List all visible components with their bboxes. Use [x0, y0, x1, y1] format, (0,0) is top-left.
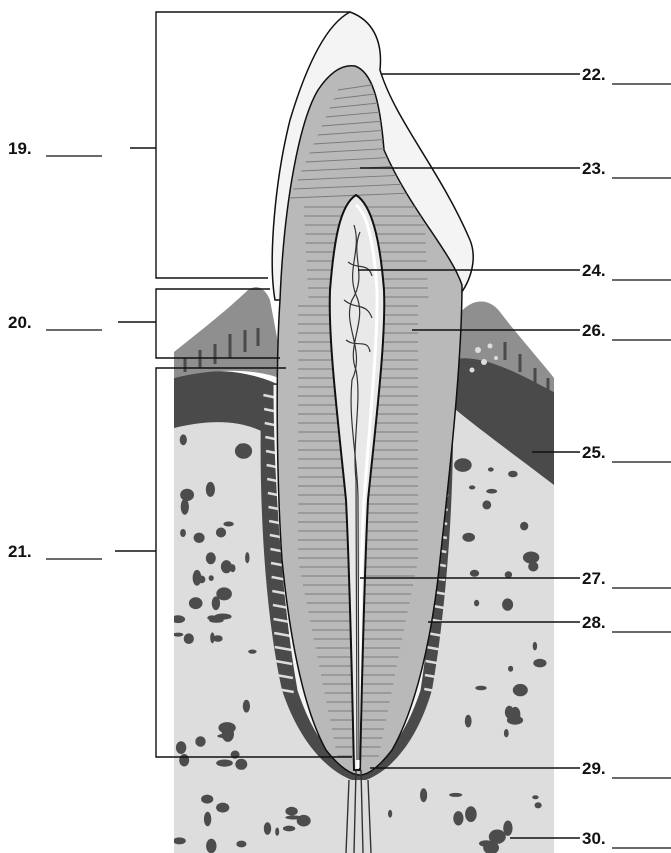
label-19: 19. — [8, 139, 32, 158]
bone-hole — [535, 802, 542, 808]
bone-hole — [264, 822, 271, 835]
bone-hole — [465, 715, 472, 728]
label-25: 25. — [582, 443, 606, 462]
bone-hole — [248, 650, 256, 654]
label-26: 26. — [582, 321, 606, 340]
bone-hole — [486, 489, 497, 494]
label-21: 21. — [8, 542, 32, 561]
bone-hole — [207, 615, 216, 620]
bone-hole — [420, 788, 427, 802]
label-22: 22. — [582, 65, 606, 84]
bone-hole — [388, 810, 392, 818]
bone-hole — [209, 575, 214, 581]
bone-hole — [283, 826, 295, 832]
bone-hole — [221, 560, 232, 573]
bone-hole — [508, 471, 518, 478]
label-29: 29. — [582, 759, 606, 778]
bone-hole — [453, 811, 463, 825]
bone-hole — [204, 798, 209, 803]
bone-hole — [210, 632, 214, 643]
label-27: 27. — [582, 569, 606, 588]
bone-hole — [216, 528, 226, 538]
bone-hole — [218, 722, 235, 733]
left-gingiva — [174, 287, 285, 380]
bone-hole — [533, 642, 537, 651]
bone-hole — [520, 522, 528, 531]
bone-hole — [454, 458, 472, 472]
bone-hole — [194, 533, 205, 543]
bone-hole — [176, 741, 186, 754]
label-28: 28. — [582, 613, 606, 632]
bone-hole — [212, 596, 220, 610]
bone-hole — [479, 840, 494, 847]
bone-hole — [523, 552, 539, 564]
bone-hole — [173, 837, 186, 844]
label-20: 20. — [8, 313, 32, 332]
bone-hole — [216, 803, 229, 813]
bone-hole — [488, 467, 494, 471]
bone-hole — [173, 633, 183, 637]
bone-hole — [184, 633, 194, 644]
bone-hole — [189, 597, 203, 609]
bone-hole — [180, 434, 187, 445]
label-24: 24. — [582, 261, 606, 280]
bone-hole — [469, 485, 475, 489]
bone-hole — [503, 821, 512, 836]
bone-hole — [206, 482, 215, 497]
bone-hole — [195, 736, 205, 747]
bone-hole — [465, 806, 477, 822]
bone-hole — [171, 615, 185, 623]
bone-hole — [236, 841, 246, 848]
bone-hole — [180, 529, 186, 537]
bone-hole — [223, 522, 233, 527]
bone-hole — [505, 571, 512, 578]
bone-hole — [204, 812, 211, 827]
bone-hole — [216, 760, 233, 767]
bone-hole — [449, 793, 462, 797]
bone-hole — [179, 754, 189, 766]
label-23: 23. — [582, 159, 606, 178]
bone-hole — [275, 828, 279, 836]
bone-hole — [206, 552, 216, 564]
bone-hole — [235, 443, 252, 459]
bone-hole — [243, 700, 250, 713]
bone-hole — [285, 816, 302, 820]
bone-hole — [193, 570, 202, 586]
bone-hole — [181, 499, 189, 515]
bone-hole — [508, 666, 513, 672]
bone-hole — [502, 598, 513, 610]
bone-hole — [482, 500, 491, 509]
label-30: 30. — [582, 829, 606, 848]
bone-hole — [206, 839, 216, 853]
bone-hole — [474, 600, 479, 607]
bone-hole — [462, 533, 475, 542]
bone-hole — [180, 489, 194, 501]
bone-hole — [532, 795, 538, 799]
bone-hole — [470, 570, 479, 577]
bone-hole — [533, 659, 546, 668]
bone-hole — [507, 716, 523, 725]
bone-hole — [513, 684, 528, 696]
bone-hole — [245, 552, 249, 563]
bone-hole — [504, 729, 509, 737]
bone-hole — [238, 444, 243, 448]
bone-hole — [475, 686, 487, 691]
bone-hole — [235, 759, 247, 770]
bone-hole — [285, 807, 297, 816]
